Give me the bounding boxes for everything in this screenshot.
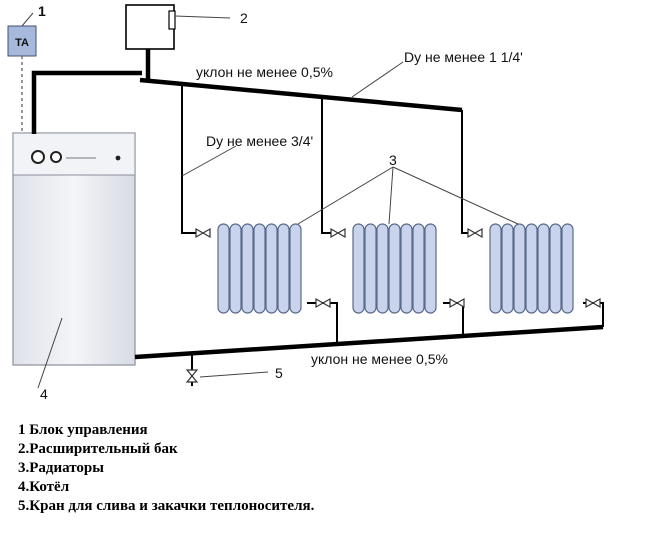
radiators (217, 223, 574, 314)
radiator (217, 223, 302, 314)
legend-item-boiler: 4.Котёл (18, 479, 70, 495)
callout-5: 5 (275, 365, 283, 381)
legend-item-radiators: 3.Радиаторы (18, 460, 104, 476)
control-unit-label: TA (15, 37, 29, 49)
callout-3: 3 (389, 152, 397, 168)
riser-leader (181, 145, 237, 177)
riser-label: Dy не менее 3/4' (206, 133, 313, 149)
callout-3-leader (297, 166, 394, 225)
valve-icon (330, 227, 346, 239)
legend-item-control-unit: 1 Блок управления (18, 422, 148, 438)
valve-icon (315, 297, 331, 309)
slope-top-label: уклон не менее 0,5% (196, 64, 333, 80)
return-pipes (134, 302, 604, 386)
supply-pipes (31, 49, 468, 234)
callout-1-leader (21, 12, 34, 27)
legend-item-expansion-tank: 2.Расширительный бак (18, 441, 178, 457)
callout-2: 2 (240, 10, 248, 26)
valves (185, 227, 601, 383)
boiler-dial-icon (31, 150, 45, 164)
boiler-indicator-icon (115, 155, 121, 161)
callout-5-leader (199, 371, 269, 378)
radiator (352, 223, 437, 314)
expansion-tank (125, 4, 176, 50)
callout-4: 4 (40, 386, 48, 402)
legend-item-drain-valve: 5.Кран для слива и закачки теплоносителя… (18, 498, 315, 514)
callout-3-leader (388, 166, 394, 225)
valve-icon (449, 297, 465, 309)
control-unit: TA (7, 25, 37, 57)
supply-main-label: Dy не менее 1 1/4' (404, 49, 523, 65)
heating-scheme: TA 1 2 4 3 (7, 3, 604, 402)
legend: 1 Блок управления 2.Расширительный бак 3… (18, 421, 314, 516)
callout-2-leader (174, 15, 231, 19)
supply-main-leader (351, 61, 404, 98)
boiler-dial-icon (50, 151, 62, 163)
callout-3-leader (392, 166, 519, 225)
slope-bottom-label: уклон не менее 0,5% (311, 351, 448, 367)
radiator (489, 223, 574, 314)
callout-1: 1 (38, 3, 46, 19)
callout-4-leader (37, 317, 63, 389)
valve-icon (585, 297, 601, 309)
boiler (12, 132, 136, 366)
valve-icon (467, 227, 483, 239)
valve-icon (195, 227, 211, 239)
valve-icon (185, 369, 199, 383)
